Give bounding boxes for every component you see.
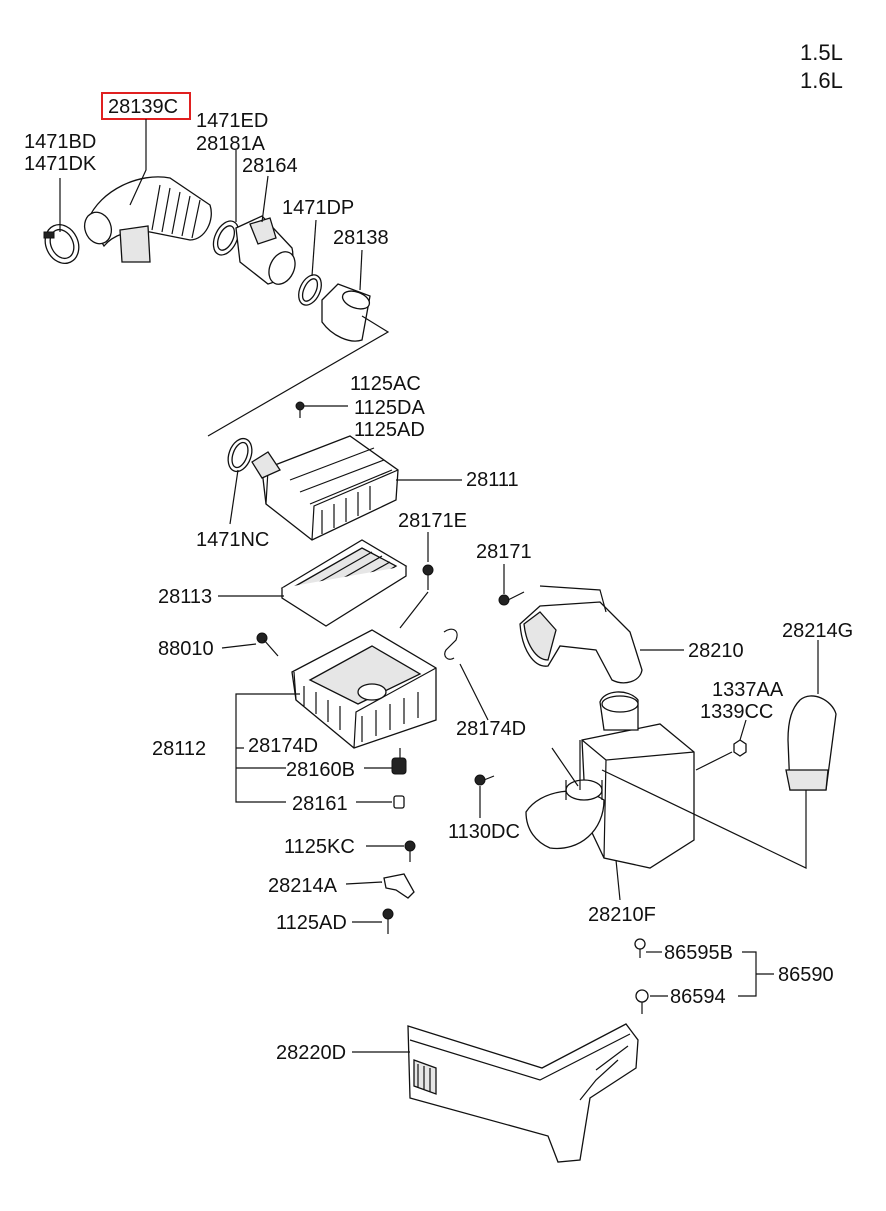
label-28171[interactable]: 28171 — [476, 541, 532, 563]
label-28161[interactable]: 28161 — [292, 793, 348, 815]
air-filter-28113[interactable] — [280, 539, 408, 627]
label-1471BD[interactable]: 1471BD — [24, 131, 96, 153]
bolt-28171[interactable] — [498, 591, 525, 606]
intake-hose-28139C[interactable] — [80, 176, 212, 263]
engine-version-2: 1.6L — [800, 68, 843, 93]
shield-28220D[interactable] — [407, 1023, 639, 1163]
label-28160B[interactable]: 28160B — [286, 759, 355, 781]
label-86595B[interactable]: 86595B — [664, 942, 733, 964]
label-1471DK[interactable]: 1471DK — [24, 153, 97, 175]
label-1125AC[interactable]: 1125AC — [350, 373, 421, 395]
label-1125DA[interactable]: 1125DA — [354, 397, 425, 419]
label-28210[interactable]: 28210 — [688, 640, 744, 662]
leader-28210F — [615, 859, 621, 901]
label-1337AA[interactable]: 1337AA — [712, 679, 784, 701]
clip-28174D[interactable] — [443, 628, 458, 660]
label-1471ED[interactable]: 1471ED — [196, 110, 268, 132]
label-1471DP[interactable]: 1471DP — [282, 197, 354, 219]
link-resonator — [551, 740, 581, 790]
label-28112[interactable]: 28112 — [152, 738, 206, 760]
resonator-28210F[interactable] — [525, 691, 695, 869]
duct-28210[interactable] — [519, 585, 643, 684]
screw-1125AC[interactable] — [295, 401, 305, 418]
label-88010[interactable]: 88010 — [158, 638, 214, 660]
label-28138[interactable]: 28138 — [333, 227, 389, 249]
clamp-1471ED[interactable] — [208, 217, 243, 259]
grommet-28160B[interactable] — [391, 757, 407, 775]
label-1125AD-bottom[interactable]: 1125AD — [276, 912, 347, 934]
label-86590[interactable]: 86590 — [778, 964, 834, 986]
label-28171E[interactable]: 28171E — [398, 510, 467, 532]
leader-bracket-28112 — [235, 693, 300, 803]
air-cleaner-cover-28111[interactable] — [251, 435, 399, 541]
label-1339CC[interactable]: 1339CC — [700, 701, 773, 723]
clamp-1471DP[interactable] — [294, 271, 326, 308]
bolt-1125AD-bottom[interactable] — [382, 908, 394, 934]
leader-28174D-right — [459, 663, 489, 721]
leader-28164 — [261, 175, 269, 223]
label-28214A[interactable]: 28214A — [268, 875, 338, 897]
clamp-1471NC[interactable] — [224, 435, 256, 474]
cap-28161[interactable] — [393, 795, 405, 809]
label-28181A[interactable]: 28181A — [196, 133, 266, 155]
bracket-28214A[interactable] — [383, 873, 415, 899]
bolt-86595B[interactable] — [634, 938, 646, 958]
label-1125AD-top[interactable]: 1125AD — [354, 419, 425, 441]
label-28139C[interactable]: 28139C — [108, 96, 178, 118]
label-1471NC[interactable]: 1471NC — [196, 529, 269, 551]
label-28113[interactable]: 28113 — [158, 586, 212, 608]
sensor-28164[interactable] — [235, 215, 300, 288]
leader-1337AA-to-resonator — [695, 751, 733, 771]
leader-88010 — [221, 643, 257, 649]
label-1125KC[interactable]: 1125KC — [284, 836, 355, 858]
duct-28138[interactable] — [321, 283, 372, 342]
bolt-28171E[interactable] — [422, 564, 434, 590]
duct-28214G[interactable] — [785, 695, 837, 791]
leader-bracket-86590 — [738, 951, 774, 997]
nut-1337AA[interactable] — [733, 739, 747, 757]
air-cleaner-body-28112[interactable] — [291, 629, 437, 749]
leader-28214A — [345, 881, 383, 885]
leader-1337AA — [739, 719, 747, 741]
leader-1471DP — [311, 219, 317, 277]
label-86594[interactable]: 86594 — [670, 986, 726, 1008]
bolt-1130DC[interactable] — [474, 774, 495, 786]
clamp-1471BD[interactable] — [39, 219, 85, 269]
leader-1471NC — [229, 469, 239, 525]
assembly-dash-line-right — [601, 769, 807, 869]
label-28174D-right[interactable]: 28174D — [456, 718, 526, 740]
label-28164[interactable]: 28164 — [242, 155, 298, 177]
label-28220D[interactable]: 28220D — [276, 1042, 346, 1064]
label-28111[interactable]: 28111 — [466, 469, 519, 491]
bolt-88010[interactable] — [256, 632, 279, 657]
leader-28171E-to-body — [399, 591, 429, 629]
engine-version-1: 1.5L — [800, 40, 843, 65]
label-28210F[interactable]: 28210F — [588, 904, 656, 926]
leader-28138 — [359, 249, 363, 291]
label-28174D-left[interactable]: 28174D — [248, 735, 318, 757]
leader-28139C — [129, 119, 147, 206]
label-1130DC[interactable]: 1130DC — [448, 821, 520, 843]
bolt-86594[interactable] — [635, 989, 649, 1014]
bolt-1125KC[interactable] — [404, 840, 416, 862]
label-28214G[interactable]: 28214G — [782, 620, 853, 642]
assembly-dash-line-top — [207, 315, 390, 437]
